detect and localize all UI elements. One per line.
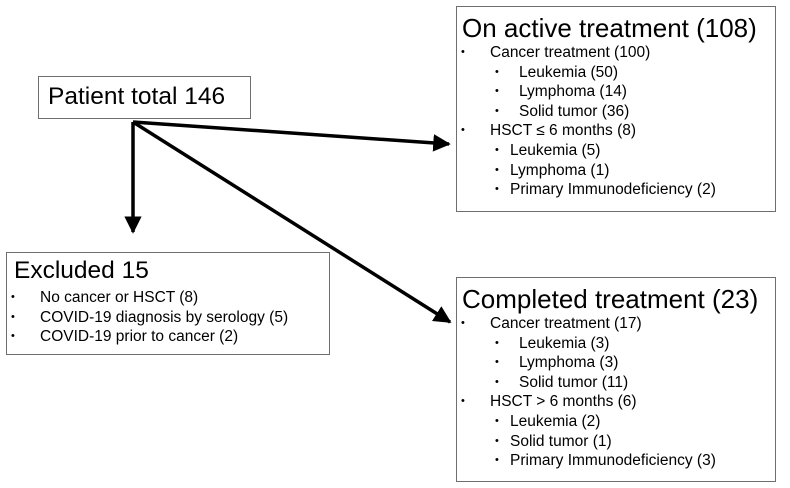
- patient-total-label: Patient total 146: [48, 83, 226, 110]
- active-title: On active treatment (108): [462, 13, 757, 43]
- completed-hsct-item: Leukemia (2): [457, 412, 716, 432]
- patient-total-box: Patient total 146: [38, 76, 251, 119]
- completed-cancer-item: Leukemia (3): [457, 334, 716, 354]
- completed-cancer-item: Lymphoma (3): [457, 353, 716, 373]
- completed-treatment-box: Completed treatment (23) Cancer treatmen…: [456, 277, 776, 482]
- completed-hsct-label: HSCT > 6 months (6): [457, 392, 716, 412]
- excluded-item: No cancer or HSCT (8): [7, 288, 288, 308]
- active-hsct-item: Lymphoma (1): [457, 161, 716, 181]
- active-cancer-label: Cancer treatment (100): [457, 43, 716, 63]
- arrow-to-completed: [132, 120, 452, 324]
- completed-hsct-item: Solid tumor (1): [457, 432, 716, 452]
- active-hsct-item: Primary Immunodeficiency (2): [457, 180, 716, 200]
- active-treatment-box: On active treatment (108) Cancer treatme…: [456, 6, 776, 212]
- completed-hsct-item: Primary Immunodeficiency (3): [457, 451, 716, 471]
- excluded-list: No cancer or HSCT (8) COVID-19 diagnosis…: [7, 288, 288, 347]
- completed-title: Completed treatment (23): [462, 284, 759, 314]
- active-cancer-item: Leukemia (50): [457, 63, 716, 83]
- arrow-to-active: [132, 120, 451, 152]
- excluded-item: COVID-19 prior to cancer (2): [7, 327, 288, 347]
- active-list: Cancer treatment (100) Leukemia (50) Lym…: [457, 43, 716, 200]
- active-hsct-item: Leukemia (5): [457, 141, 716, 161]
- active-cancer-item: Solid tumor (36): [457, 102, 716, 122]
- excluded-box: Excluded 15 No cancer or HSCT (8) COVID-…: [6, 252, 330, 355]
- active-hsct-label: HSCT ≤ 6 months (8): [457, 121, 716, 141]
- excluded-title: Excluded 15: [14, 257, 149, 284]
- active-cancer-item: Lymphoma (14): [457, 82, 716, 102]
- completed-cancer-item: Solid tumor (11): [457, 373, 716, 393]
- excluded-item: COVID-19 diagnosis by serology (5): [7, 308, 288, 328]
- completed-cancer-label: Cancer treatment (17): [457, 314, 716, 334]
- completed-list: Cancer treatment (17) Leukemia (3) Lymph…: [457, 314, 716, 471]
